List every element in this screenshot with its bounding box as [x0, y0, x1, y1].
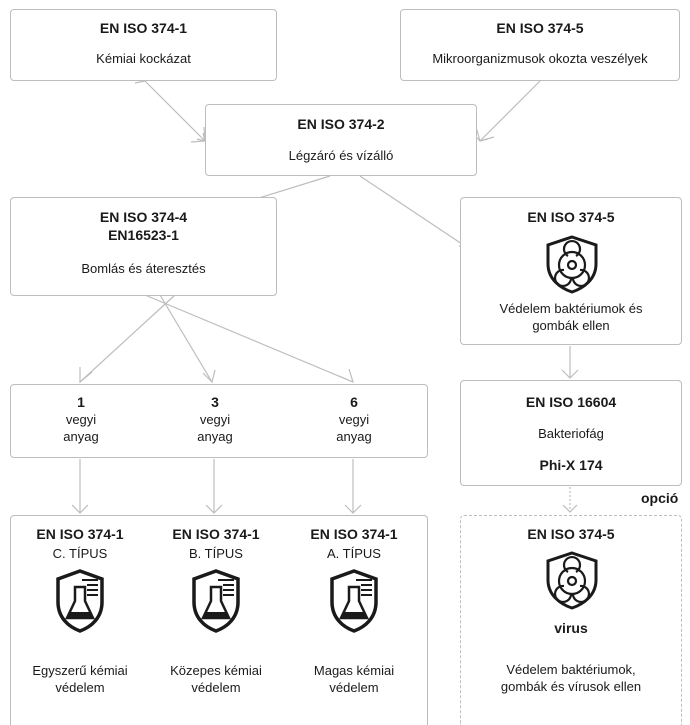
type-desc-line-2: védelem	[329, 680, 379, 695]
chemical-count: 3	[211, 394, 219, 410]
type-desc-b: Közepes kémiai védelem	[149, 662, 283, 696]
box-types: EN ISO 374-1 C. TÍPUS Egyszerű kémiai vé…	[10, 515, 428, 725]
type-desc-line-1: Magas kémiai	[313, 663, 395, 678]
box-text-1: Védelem baktériumok,	[506, 662, 636, 677]
virus-label: virus	[554, 620, 588, 636]
box-en-iso-16604: EN ISO 16604 Bakteriofág Phi-X 174	[460, 380, 682, 486]
type-title: EN ISO 374-1	[36, 526, 124, 542]
chemical-count: 1	[77, 394, 85, 410]
box-title: EN ISO 374-5	[527, 526, 615, 542]
box-en-iso-374-5-virus: EN ISO 374-5 virus Védelem baktériumok, …	[460, 515, 682, 725]
chemical-line-1: vegyi	[338, 412, 370, 427]
box-en-iso-374-5-top: EN ISO 374-5 Mikroorganizmusok okozta ve…	[400, 9, 680, 81]
chemical-line-1: vegyi	[199, 412, 231, 427]
arrow-374-4-to-chem6	[144, 294, 354, 383]
type-column-c: EN ISO 374-1 C. TÍPUS	[11, 526, 149, 562]
box-en-iso-374-1-top: EN ISO 374-1 Kémiai kockázat	[10, 9, 277, 81]
type-desc-a: Magas kémiai védelem	[283, 662, 425, 696]
type-desc-line-1: Közepes kémiai	[170, 663, 262, 678]
type-desc-line-1: Egyszerű kémiai	[32, 663, 128, 678]
box-title: EN ISO 374-5	[496, 20, 584, 36]
box-en-iso-374-2: EN ISO 374-2 Légzáró és vízálló	[205, 104, 477, 176]
box-subtitle: Kémiai kockázat	[96, 51, 191, 66]
box-title: EN ISO 374-1	[99, 20, 188, 36]
box-text-1: Védelem baktériumok és	[499, 301, 643, 316]
type-desc-line-2: védelem	[191, 680, 241, 695]
box-en-iso-374-5-bacteria: EN ISO 374-5 Védelem baktériumok és gomb…	[460, 197, 682, 345]
type-column-b: EN ISO 374-1 B. TÍPUS	[149, 526, 283, 562]
chemical-line-2: anyag	[336, 429, 372, 444]
box-text-2: gombák ellen	[532, 318, 610, 333]
biohazard-shield-icon	[546, 235, 598, 294]
type-label: B. TÍPUS	[189, 546, 243, 561]
chemical-column-1: 1 vegyi anyag	[51, 394, 111, 445]
type-column-a: EN ISO 374-1 A. TÍPUS	[283, 526, 425, 562]
type-label: A. TÍPUS	[327, 546, 381, 561]
chemical-column-6: 6 vegyi anyag	[324, 394, 384, 445]
chemical-line-2: anyag	[63, 429, 99, 444]
box-chemicals: 1 vegyi anyag 3 vegyi anyag 6 vegyi anya…	[10, 384, 428, 458]
box-title-1: EN ISO 374-4	[99, 209, 188, 225]
box-title-2: EN16523-1	[108, 227, 179, 243]
biohazard-shield-icon	[546, 551, 598, 610]
chemical-column-3: 3 vegyi anyag	[185, 394, 245, 445]
box-title: EN ISO 374-5	[527, 209, 615, 225]
arrow-374-4-to-chem3	[159, 294, 213, 383]
chemical-flask-shield-icon	[330, 569, 378, 633]
chemical-line-2: anyag	[197, 429, 233, 444]
chemical-flask-shield-icon	[192, 569, 240, 633]
arrow-374-1-to-374-2	[144, 80, 206, 142]
box-strain: Phi-X 174	[539, 457, 603, 473]
arrow-374-4-to-chem1	[79, 294, 176, 383]
box-subtitle: Bomlás és áteresztés	[81, 261, 206, 276]
type-desc-line-2: védelem	[55, 680, 105, 695]
type-title: EN ISO 374-1	[172, 526, 260, 542]
type-desc-c: Egyszerű kémiai védelem	[11, 662, 149, 696]
box-subtitle: Légzáró és vízálló	[288, 148, 394, 163]
chemical-count: 6	[350, 394, 358, 410]
box-title: EN ISO 374-2	[297, 116, 385, 132]
chemical-line-1: vegyi	[65, 412, 97, 427]
box-subtitle: Bakteriofág	[538, 426, 604, 441]
arrow-374-2-to-374-5	[359, 175, 472, 251]
box-text-2: gombák és vírusok ellen	[500, 679, 642, 694]
option-label: opció	[641, 490, 679, 506]
chemical-flask-shield-icon	[56, 569, 104, 633]
box-subtitle: Mikroorganizmusok okozta veszélyek	[432, 51, 648, 66]
type-title: EN ISO 374-1	[310, 526, 398, 542]
box-title: EN ISO 16604	[525, 394, 617, 410]
type-label: C. TÍPUS	[52, 546, 108, 561]
box-en-iso-374-4: EN ISO 374-4 EN16523-1 Bomlás és áteresz…	[10, 197, 277, 296]
arrow-374-5-to-374-2	[479, 80, 541, 142]
